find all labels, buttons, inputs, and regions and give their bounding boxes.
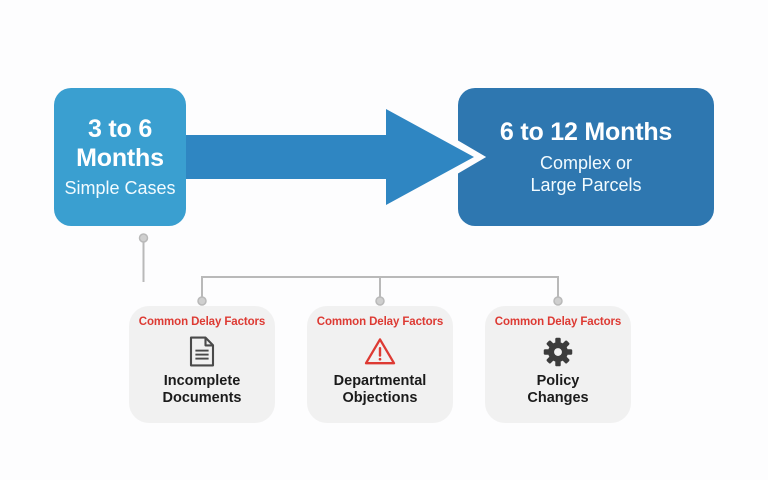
- card-icon-wrap-2: [543, 336, 573, 368]
- phase-box-complex[interactable]: 6 to 12 Months Complex or Large Parcels: [458, 88, 714, 226]
- arrow-right-icon: [186, 109, 474, 205]
- warning-triangle-icon: [364, 338, 396, 365]
- card-kicker-1: Common Delay Factors: [316, 316, 444, 328]
- connector-bracket: [201, 276, 559, 301]
- card-kicker-2: Common Delay Factors: [494, 316, 622, 328]
- card-icon-wrap-1: [364, 336, 396, 368]
- card-kicker-0: Common Delay Factors: [138, 316, 266, 328]
- phase-title-line1: 3 to 6: [87, 115, 153, 144]
- phase-title-line2: Months: [76, 144, 164, 173]
- phase-box-simple[interactable]: 3 to 6 Months Simple Cases: [54, 88, 186, 226]
- card-label-0: Incomplete Documents: [162, 372, 242, 407]
- connector-dot-card-0: [197, 296, 207, 306]
- phase-subtitle-line2: Large Parcels: [530, 175, 642, 196]
- arrow-shape: [186, 109, 474, 205]
- connector-dot-card-2: [553, 296, 563, 306]
- phase-subtitle-simple: Simple Cases: [64, 177, 176, 198]
- delay-factor-card-departmental-objections[interactable]: Common Delay Factors Departmental Object…: [307, 306, 453, 423]
- phase-subtitle-complex: Complex or Large Parcels: [530, 152, 641, 197]
- card-icon-wrap-0: [189, 336, 215, 368]
- document-icon: [189, 336, 215, 367]
- card-label-2: Policy Changes: [527, 372, 589, 407]
- phase-title-complex: 6 to 12 Months: [499, 117, 673, 146]
- gear-icon: [543, 337, 573, 366]
- connector-dot-card-1: [375, 296, 385, 306]
- phase-title-simple: 3 to 6 Months: [76, 115, 164, 174]
- delay-factor-card-policy-changes[interactable]: Common Delay Factors Policy Changes: [485, 306, 631, 423]
- phase-subtitle-line1: Complex or: [539, 152, 633, 173]
- connector-left-dot: [138, 233, 149, 243]
- delay-factor-card-incomplete-documents[interactable]: Common Delay Factors Incomplete Document…: [129, 306, 275, 423]
- card-label-1: Departmental Objections: [333, 372, 427, 407]
